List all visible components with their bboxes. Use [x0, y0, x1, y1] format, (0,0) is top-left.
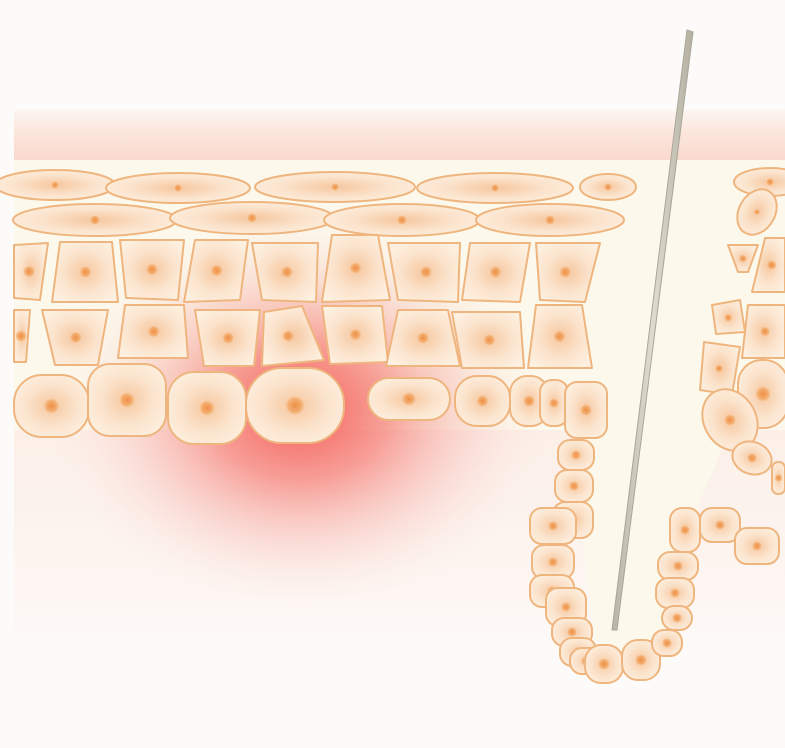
cell-nucleus: [767, 260, 777, 270]
cell-nucleus: [545, 215, 555, 225]
cell-nucleus: [350, 262, 362, 274]
cell-nucleus: [598, 658, 610, 670]
cell-nucleus: [211, 265, 223, 277]
cell-nucleus: [680, 525, 690, 535]
cell-nucleus: [331, 183, 339, 191]
cell-nucleus: [402, 392, 416, 406]
cell-nucleus: [51, 181, 59, 189]
cell-nucleus: [662, 638, 672, 648]
cell-nucleus: [397, 215, 407, 225]
cell-nucleus: [670, 588, 680, 598]
cell-nucleus: [417, 332, 429, 344]
cell-nucleus: [44, 398, 60, 414]
cell-nucleus: [549, 398, 559, 408]
cell-nucleus: [580, 404, 592, 416]
cell-nucleus: [523, 395, 535, 407]
cell-nucleus: [247, 213, 257, 223]
cell-nucleus: [760, 327, 770, 337]
cell-nucleus: [350, 329, 362, 341]
cell-nucleus: [673, 561, 683, 571]
cell-nucleus: [491, 184, 499, 192]
cell-nucleus: [80, 266, 92, 278]
cell-nucleus: [15, 330, 27, 342]
cell-nucleus: [755, 386, 771, 402]
cell-nucleus: [420, 266, 432, 278]
cell-nucleus: [747, 453, 757, 463]
cell-nucleus: [739, 255, 747, 263]
cell-nucleus: [715, 520, 725, 530]
cell-nucleus: [90, 215, 100, 225]
cell-nucleus: [70, 332, 82, 344]
cell-nucleus: [119, 392, 135, 408]
cell-nucleus: [199, 400, 215, 416]
cell-nucleus: [569, 481, 579, 491]
cell-nucleus: [222, 332, 234, 344]
stratum-corneum-band: [14, 110, 785, 162]
cell-nucleus: [559, 266, 571, 278]
cell-nucleus: [285, 396, 305, 416]
cell-nucleus: [604, 183, 612, 191]
cell-nucleus: [561, 602, 571, 612]
cell-nucleus: [635, 654, 647, 666]
cell-nucleus: [484, 334, 496, 346]
cell-nucleus: [281, 266, 293, 278]
cell-nucleus: [548, 521, 558, 531]
cell-nucleus: [477, 395, 489, 407]
cell-nucleus: [775, 474, 783, 482]
cell-nucleus: [766, 178, 774, 186]
cell-nucleus: [752, 541, 762, 551]
cell-nucleus: [146, 264, 158, 276]
cell-nucleus: [724, 314, 732, 322]
cell-nucleus: [174, 184, 182, 192]
cell-nucleus: [571, 450, 581, 460]
cell-nucleus: [724, 414, 736, 426]
cell-nucleus: [567, 627, 577, 637]
cell-nucleus: [554, 331, 566, 343]
cell-nucleus: [754, 209, 760, 215]
cell-nucleus: [282, 330, 294, 342]
cell-nucleus: [490, 266, 502, 278]
cell-nucleus: [672, 613, 682, 623]
cell-nucleus: [548, 557, 558, 567]
cell-nucleus: [23, 266, 35, 278]
cell-nucleus: [715, 365, 723, 373]
cell-nucleus: [148, 326, 160, 338]
